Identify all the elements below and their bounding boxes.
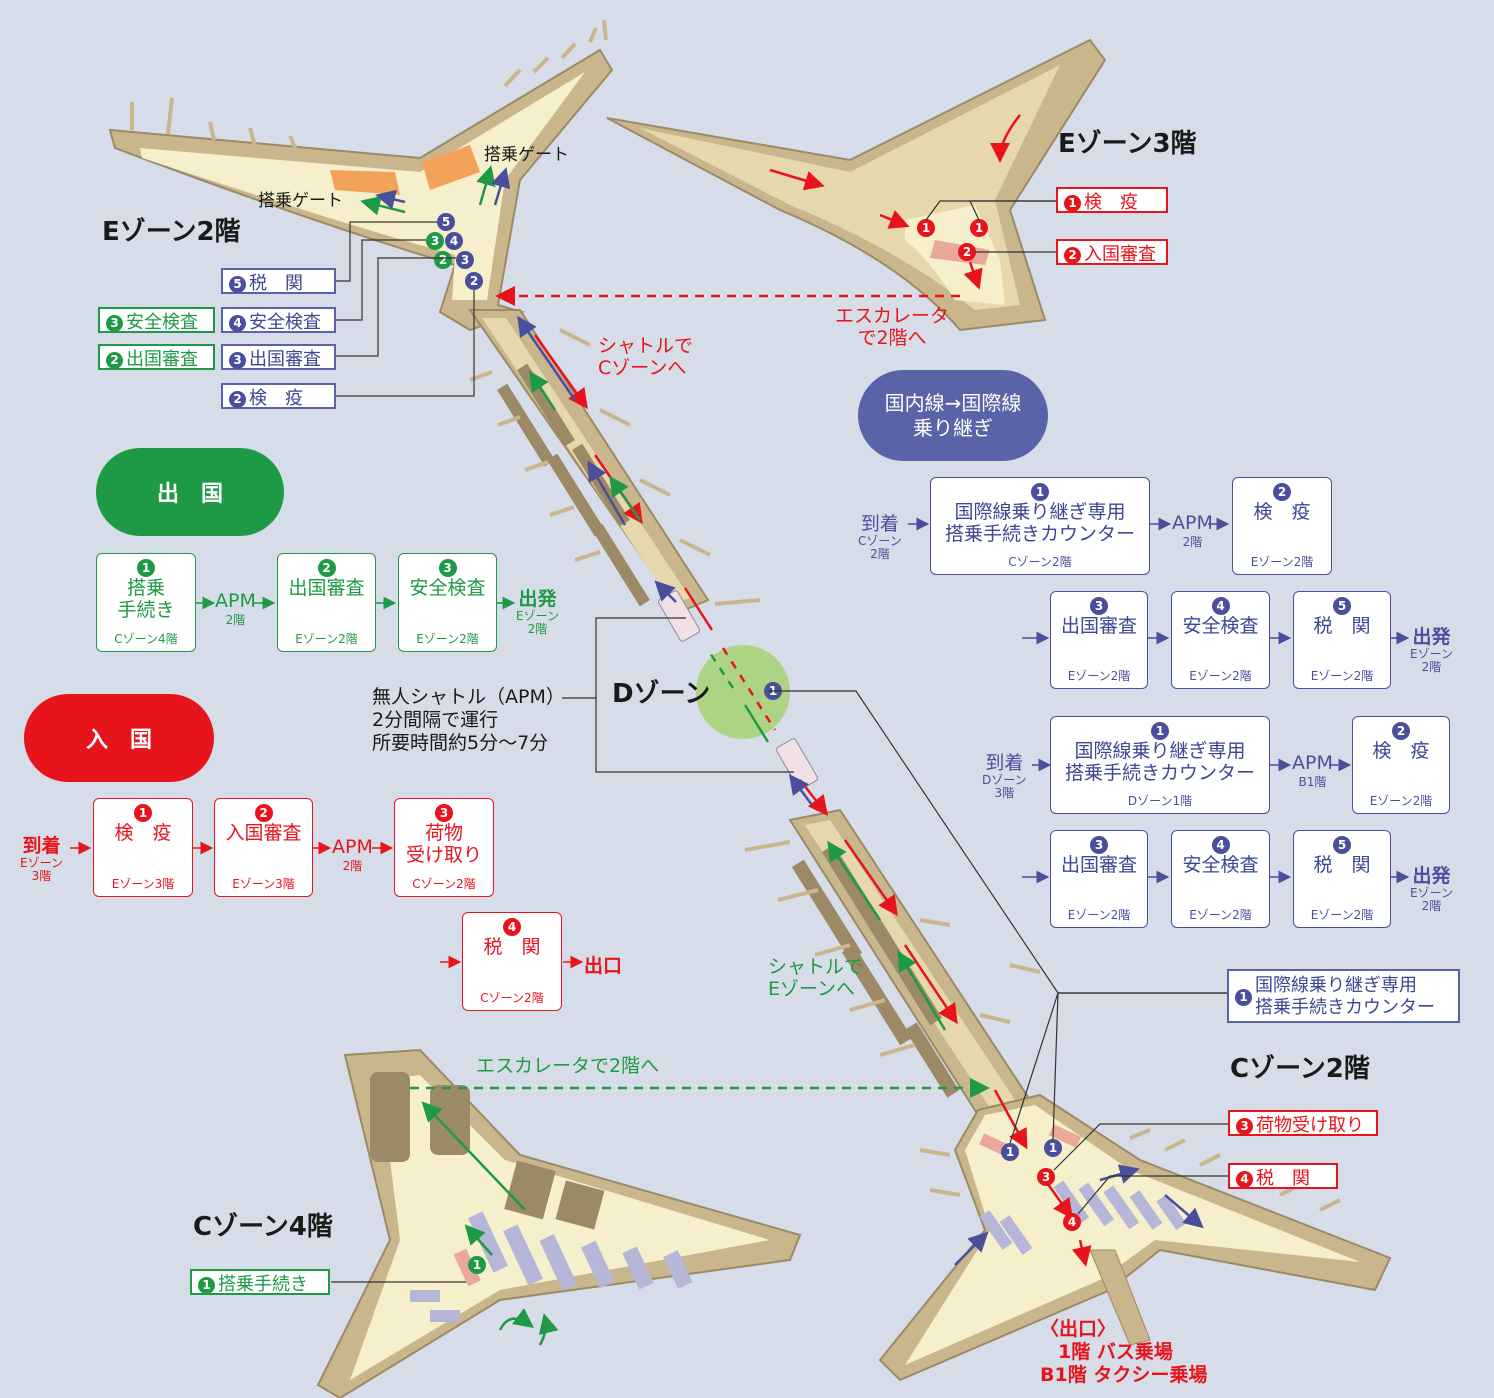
departure-step-checkin: 1 搭乗手続き Cゾーン4階	[96, 553, 196, 652]
svg-text:2: 2	[439, 253, 447, 267]
apm-train-south	[776, 738, 818, 790]
flow-connectors	[70, 517, 1410, 969]
arrival-step-customs: 4 税 関 Cゾーン2階	[462, 912, 562, 1011]
svg-text:4: 4	[450, 234, 458, 248]
transfer-c-step-counter: 1 国際線乗り継ぎ専用搭乗手続きカウンター Cゾーン2階	[930, 477, 1150, 575]
transfer-c-step-customs: 5 税 関 Eゾーン2階	[1293, 591, 1391, 689]
boarding-gate-label: 搭乗ゲート	[258, 191, 343, 211]
c-zone-2f-building	[878, 1093, 1392, 1382]
transfer-d-step-security: 4 安全検査 Eゾーン2階	[1171, 830, 1270, 928]
zone-e3-title: Eゾーン3階	[1058, 129, 1197, 159]
svg-text:2: 2	[470, 274, 478, 288]
escalator-c-note: エスカレータで2階へ	[476, 1055, 660, 1077]
transfer-d-step-customs: 5 税 関 Eゾーン2階	[1293, 830, 1391, 928]
transfer-d-step-counter: 1 国際線乗り継ぎ専用搭乗手続きカウンター Dゾーン1階	[1050, 716, 1270, 814]
c-zone-4f-building	[316, 1048, 802, 1398]
svg-text:4: 4	[1068, 1215, 1076, 1229]
svg-text:1: 1	[1006, 1145, 1014, 1159]
arrival-exit: 出口	[584, 955, 623, 977]
departure-step-security: 3 安全検査 Eゾーン2階	[398, 553, 497, 652]
zone-c4-title: Cゾーン4階	[193, 1212, 333, 1242]
departure-title: 出 国	[96, 448, 284, 536]
svg-text:5: 5	[442, 215, 450, 229]
svg-text:1: 1	[473, 1258, 481, 1272]
transfer-c-step-emigration: 3 出国審査 Eゾーン2階	[1050, 591, 1148, 689]
arrival-step-quarantine: 1 検 疫 Eゾーン3階	[93, 798, 193, 897]
departure-step-emigration: 2 出国審査 Eゾーン2階	[277, 553, 376, 652]
svg-text:3: 3	[461, 253, 469, 267]
e-zone-2f-building	[108, 19, 614, 332]
leader-lines	[331, 200, 1228, 1283]
apm-note: 無人シャトル（APM）2分間隔で運行所要時間約5分～7分	[372, 686, 565, 754]
transfer-title: 国内線→国際線乗り継ぎ	[858, 370, 1048, 461]
boarding-gate-label: 搭乗ゲート	[484, 145, 569, 165]
escalator-e-note: エスカレータで2階へ	[835, 305, 950, 349]
map-markers: 5 3 4 2 3 2 1 1 2 1 1 1 3 4 1	[426, 213, 1081, 1274]
transfer-c-step-security: 4 安全検査 Eゾーン2階	[1171, 591, 1270, 689]
zone-e2-title: Eゾーン2階	[102, 217, 241, 247]
transfer-d-step-quarantine: 2 検 疫 Eゾーン2階	[1352, 716, 1450, 814]
svg-text:1: 1	[922, 221, 930, 235]
svg-text:3: 3	[431, 234, 439, 248]
zone-d-title: Dゾーン	[612, 679, 711, 709]
zone-c2-title: Cゾーン2階	[1230, 1054, 1370, 1084]
arrival-step-immigration: 2 入国審査 Eゾーン3階	[214, 798, 313, 897]
flow-lines	[360, 114, 1204, 1346]
exit-note: 〈出口〉 1階 バス乗場 B1階 タクシー乗場	[1040, 1318, 1208, 1386]
transfer-c-step-quarantine: 2 検 疫 Eゾーン2階	[1232, 477, 1332, 575]
label-c2-transfer-counter: 1 国際線乗り継ぎ専用搭乗手続きカウンター	[1227, 969, 1460, 1023]
e-zone-3f-building	[606, 38, 1107, 332]
svg-text:1: 1	[1049, 1141, 1057, 1155]
svg-text:3: 3	[1042, 1170, 1050, 1184]
arrival-step-baggage: 3 荷物受け取り Cゾーン2階	[394, 798, 494, 897]
svg-text:2: 2	[963, 245, 971, 259]
transfer-d-step-emigration: 3 出国審査 Eゾーン2階	[1050, 830, 1148, 928]
arrival-title: 入 国	[24, 694, 214, 782]
svg-text:1: 1	[975, 221, 983, 235]
